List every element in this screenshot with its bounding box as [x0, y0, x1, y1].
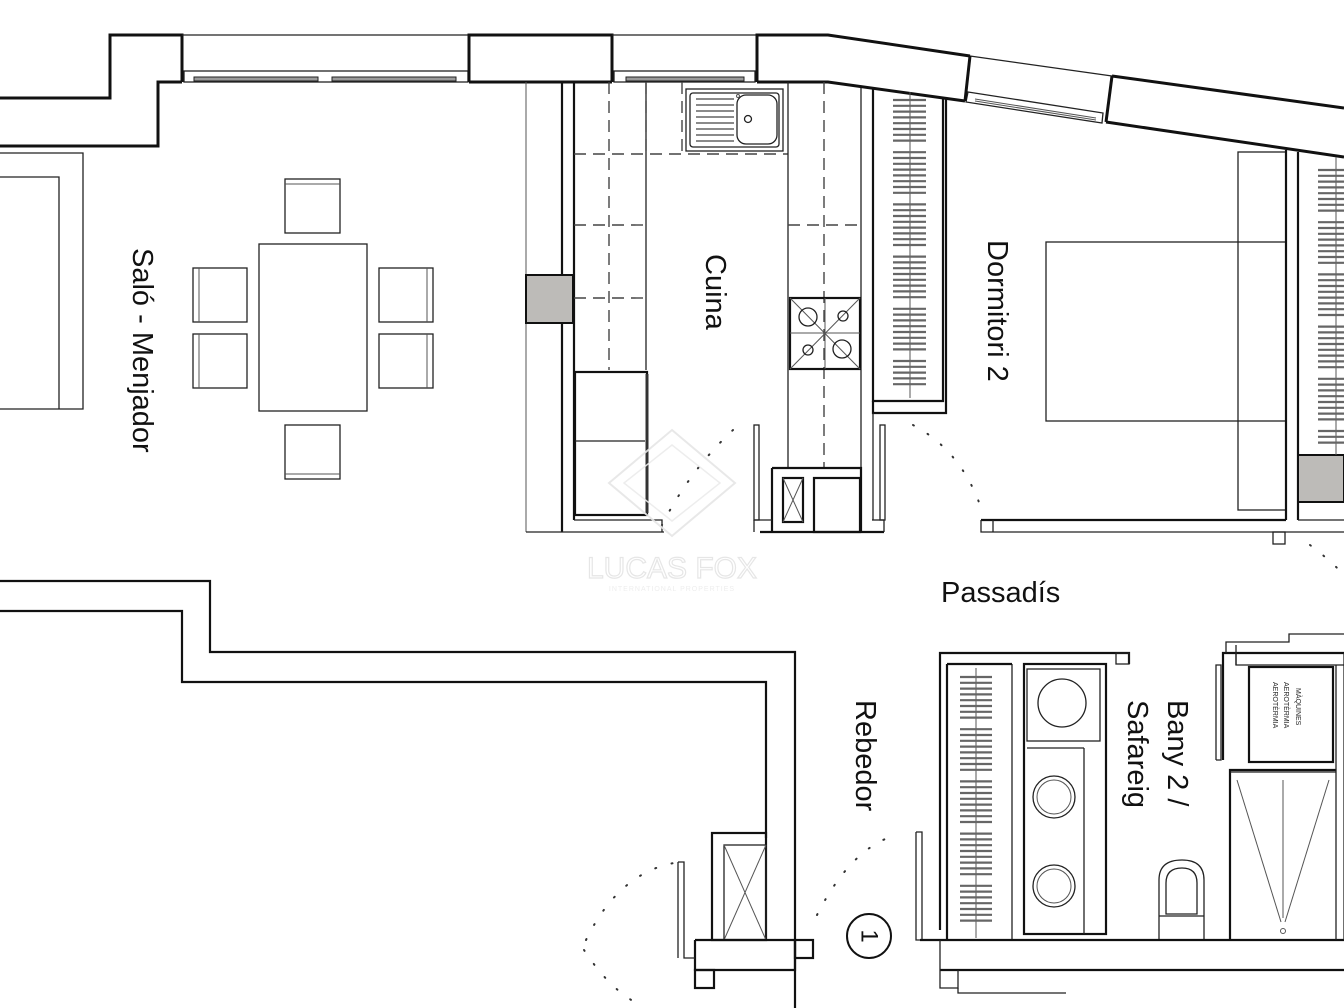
chair-right-1	[378, 267, 434, 323]
entrance-hall: 1	[583, 831, 894, 1006]
room-label-cuina: Cuina	[699, 254, 731, 331]
chair-top	[284, 178, 341, 234]
wardrobe-1	[871, 88, 981, 520]
svg-text:AEROTÈRMIA: AEROTÈRMIA	[1282, 682, 1291, 729]
svg-text:INTERNATIONAL PROPERTIES: INTERNATIONAL PROPERTIES	[609, 586, 735, 593]
cooktop	[788, 296, 862, 371]
entry-door-swing-right	[816, 835, 894, 916]
chair-bottom	[284, 424, 341, 480]
shower	[1228, 768, 1336, 940]
watermark: LUCAS FOX INTERNATIONAL PROPERTIES	[586, 428, 758, 593]
toilet	[1158, 859, 1205, 940]
bedroom-2	[980, 150, 1344, 576]
equipment-label: MÀQUINES AEROTÈRMIA AEROTÈRMIA	[1271, 682, 1303, 729]
kitchen-sink	[685, 88, 784, 152]
exterior-walls-top	[0, 33, 1344, 159]
chair-left-1	[192, 267, 248, 323]
room-label-salo: Saló - Menjador	[126, 248, 158, 453]
svg-text:LUCAS FOX: LUCAS FOX	[587, 552, 757, 585]
dining-table	[258, 243, 368, 412]
entrance-walls	[0, 579, 797, 1008]
svg-text:1: 1	[856, 929, 883, 942]
kitchen-door-swing	[661, 429, 734, 526]
room-label-rebedor: Rebedor	[849, 700, 881, 812]
kitchen	[525, 82, 886, 534]
room-label-bany-2-line1: Bany 2 /	[1161, 700, 1193, 807]
column	[525, 274, 574, 324]
room-label-dormitori-2: Dormitori 2	[981, 240, 1013, 382]
entrance-marker: 1	[846, 913, 892, 959]
chair-left-2	[192, 333, 248, 389]
bathroom-2: MÀQUINES AEROTÈRMIA AEROTÈRMIA	[915, 633, 1344, 994]
svg-text:AEROTÈRMIA: AEROTÈRMIA	[1271, 682, 1280, 729]
svg-text:MÀQUINES: MÀQUINES	[1294, 688, 1303, 726]
room-label-bany-2-line2: Safareig	[1121, 700, 1153, 808]
room-label-passadis: Passadís	[941, 577, 1060, 609]
entry-door-swing-left	[585, 861, 681, 941]
bed	[1045, 241, 1287, 422]
chair-right-2	[378, 333, 434, 389]
living-room	[0, 152, 434, 480]
